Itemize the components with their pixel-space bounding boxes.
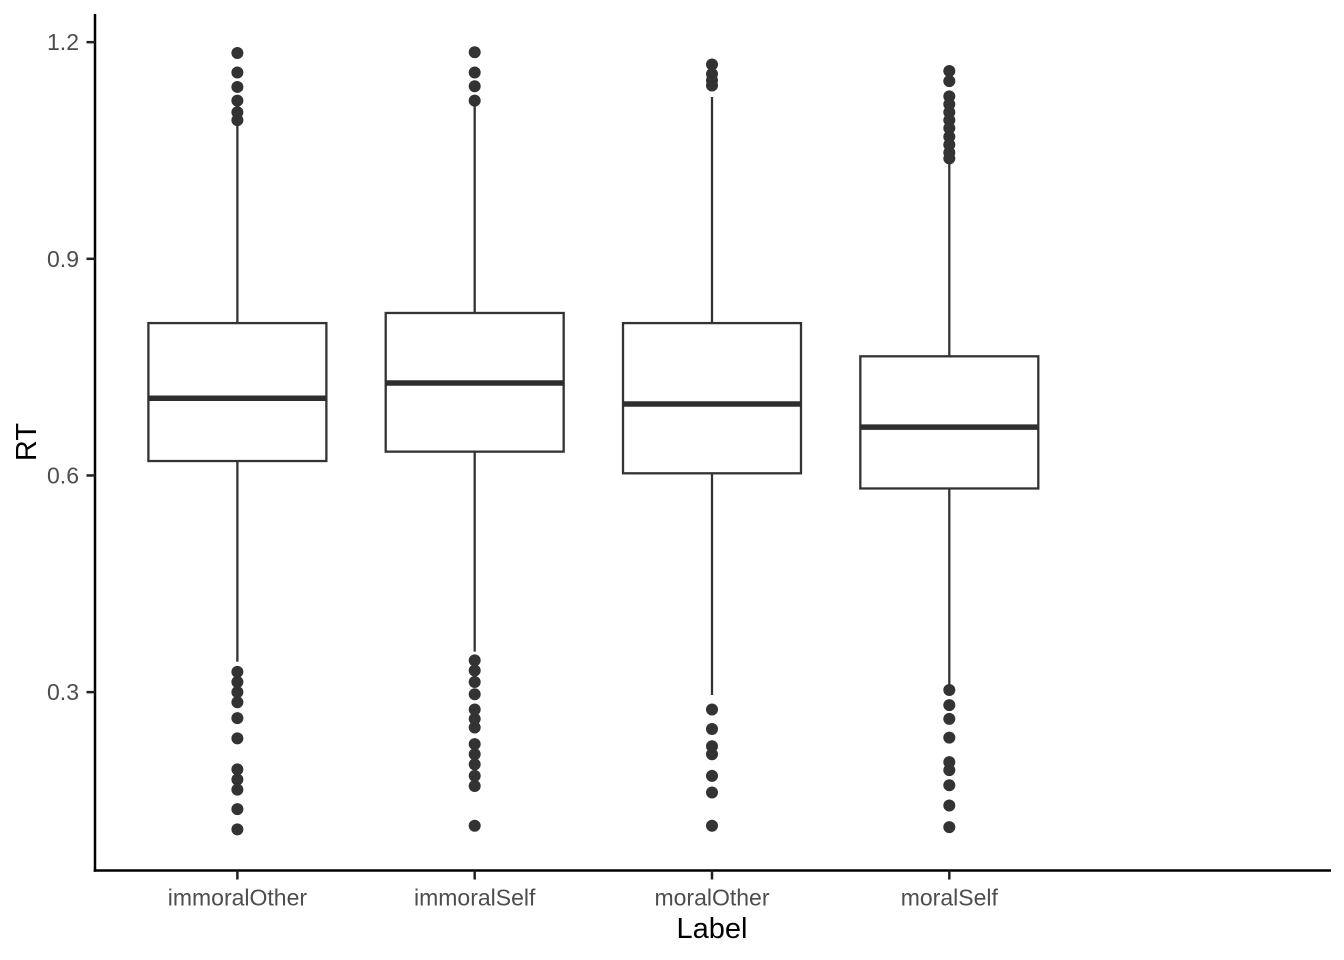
outlier-point	[231, 803, 244, 816]
outlier-point	[943, 821, 956, 834]
iqr-box	[859, 355, 1040, 490]
outlier-point	[468, 654, 481, 667]
outlier-point	[231, 686, 244, 699]
outlier-point	[943, 699, 956, 712]
outlier-point	[706, 722, 718, 735]
boxplot-immoralSelf	[384, 46, 565, 832]
outlier-point	[468, 712, 481, 725]
outlier-point	[943, 712, 956, 725]
outlier-point	[706, 748, 718, 761]
x-tick-label: immoralOther	[168, 885, 308, 911]
outlier-point	[706, 769, 718, 782]
outlier-point	[468, 780, 481, 793]
outlier-point	[468, 703, 481, 716]
iqr-box	[621, 321, 803, 475]
outlier-point	[231, 66, 244, 79]
outlier-point	[468, 819, 481, 832]
boxplot-immoralOther	[147, 46, 328, 836]
outlier-point	[468, 748, 481, 761]
x-tick-label: moralSelf	[901, 885, 999, 911]
outlier-point	[706, 819, 718, 832]
outlier-point	[943, 122, 956, 135]
outlier-point	[231, 80, 244, 93]
outlier-point	[943, 731, 956, 744]
outlier-point	[943, 152, 956, 165]
outlier-point	[468, 758, 481, 771]
y-tick-label: 1.2	[47, 29, 79, 55]
outlier-point	[231, 46, 244, 59]
outlier-point	[231, 763, 244, 776]
outlier-point	[468, 738, 481, 751]
outlier-point	[231, 712, 244, 725]
outlier-point	[468, 46, 481, 59]
outlier-point	[468, 769, 481, 782]
outlier-point	[468, 80, 481, 93]
outlier-point	[468, 94, 481, 107]
axes: 0.3 0.6 0.9 1.2 immoralOther immoralSelf moral…	[47, 14, 1331, 911]
iqr-box	[147, 321, 328, 463]
outlier-point	[231, 732, 244, 745]
outlier-point	[706, 786, 718, 799]
outlier-point	[943, 764, 956, 777]
outlier-point	[231, 114, 244, 127]
outlier-point	[943, 683, 956, 696]
boxplot-moralOther	[621, 58, 803, 832]
outlier-point	[943, 65, 956, 78]
chart-plot-area: 0.3 0.6 0.9 1.2 immoralOther immoralSelf moral…	[47, 14, 1331, 911]
x-tick-label: immoralSelf	[414, 885, 536, 911]
outlier-point	[943, 799, 956, 812]
outlier-point	[231, 676, 244, 689]
y-tick-label: 0.6	[47, 462, 79, 488]
y-tick-label: 0.3	[47, 679, 79, 705]
outlier-point	[231, 94, 244, 107]
outlier-point	[706, 79, 718, 92]
y-tick-label: 0.9	[47, 246, 79, 272]
outlier-point	[706, 703, 718, 716]
outlier-point	[231, 696, 244, 709]
x-tick-label: moralOther	[654, 885, 769, 911]
outlier-point	[468, 664, 481, 677]
outlier-point	[468, 676, 481, 689]
outlier-point	[943, 779, 956, 792]
outlier-point	[231, 783, 244, 796]
outlier-point	[943, 75, 956, 88]
outlier-point	[231, 665, 244, 678]
outlier-point	[706, 58, 718, 71]
outlier-point	[231, 823, 244, 836]
y-axis-title: RT	[11, 423, 43, 461]
x-axis-title: Label	[677, 913, 748, 945]
outlier-point	[231, 773, 244, 786]
boxplot-moralSelf	[859, 65, 1040, 834]
outlier-point	[468, 688, 481, 701]
outlier-point	[468, 721, 481, 734]
outlier-point	[468, 66, 481, 79]
